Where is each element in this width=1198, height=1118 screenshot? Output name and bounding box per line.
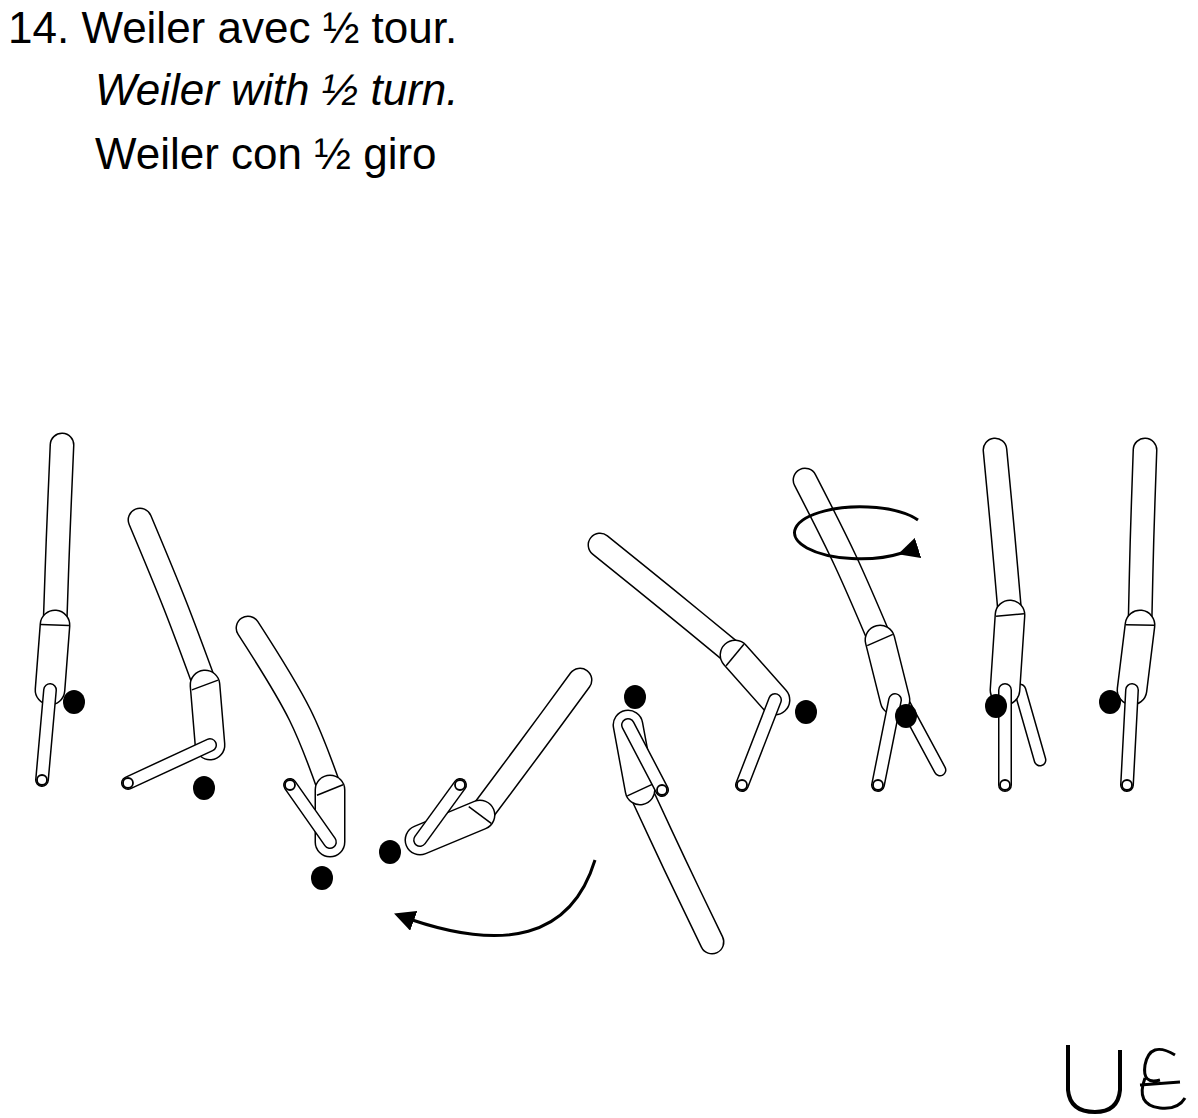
bar-grip xyxy=(873,780,883,790)
limb-fill xyxy=(640,790,712,942)
waist-line xyxy=(41,624,69,626)
limb-fill xyxy=(140,520,205,685)
gymnast-figure xyxy=(985,450,1040,790)
waist-line xyxy=(726,644,744,666)
limb-outline xyxy=(628,725,662,790)
gymnast-figure xyxy=(1099,450,1154,790)
gymnast-figure xyxy=(248,628,343,890)
limb-fill xyxy=(600,545,735,655)
limb-fill xyxy=(480,680,580,815)
head xyxy=(895,704,917,728)
logo-mark xyxy=(1068,1045,1185,1112)
limb-outline xyxy=(742,700,775,785)
limb-outline xyxy=(248,628,330,790)
head xyxy=(1099,690,1121,714)
limb-outline xyxy=(42,690,50,780)
limb-fill xyxy=(1127,690,1132,785)
head xyxy=(379,840,401,864)
head xyxy=(311,866,333,890)
waist-line xyxy=(996,614,1024,616)
waist-line xyxy=(317,785,343,795)
bar-grip xyxy=(1000,780,1010,790)
limb-outline xyxy=(878,700,895,785)
limb-outline xyxy=(1020,690,1040,760)
limb-fill xyxy=(1140,450,1145,625)
limb-fill xyxy=(995,450,1010,615)
limb-outline xyxy=(1140,450,1145,625)
bar-grip xyxy=(657,785,667,795)
limb-outline xyxy=(1005,615,1010,690)
limb-fill xyxy=(128,745,210,783)
swing-arrow xyxy=(398,860,595,936)
limb-fill xyxy=(248,628,330,790)
gymnast-figure xyxy=(37,445,85,785)
limb-outline xyxy=(480,680,580,815)
gymnast-figure xyxy=(379,680,580,864)
limb-outline xyxy=(880,640,895,700)
limb-outline xyxy=(128,745,210,783)
limb-fill xyxy=(55,445,62,625)
limb-fill xyxy=(742,700,775,785)
gymnast-figure xyxy=(123,520,218,800)
limb-fill xyxy=(42,690,50,780)
head xyxy=(624,685,646,709)
gymnast-figure xyxy=(624,685,712,942)
waist-line xyxy=(469,807,491,824)
limb-fill xyxy=(1005,615,1010,690)
turn-arrow xyxy=(795,507,918,559)
limb-fill xyxy=(880,640,895,700)
limb-outline xyxy=(1127,690,1132,785)
limb-fill xyxy=(420,785,460,840)
limb-outline xyxy=(1132,625,1140,690)
bar-grip xyxy=(737,780,747,790)
limb-outline xyxy=(420,785,460,840)
heading-line: Weiler with ½ turn. xyxy=(95,64,459,117)
limb-fill xyxy=(205,685,210,745)
limb-outline xyxy=(50,625,55,690)
gymnast-figure xyxy=(805,480,940,790)
bar-grip xyxy=(285,780,295,790)
waist-line xyxy=(192,680,218,690)
waist-line xyxy=(627,784,652,796)
waist-line xyxy=(1126,624,1154,626)
limb-fill xyxy=(628,725,662,790)
bar-grip xyxy=(455,780,465,790)
limb-outline xyxy=(640,790,712,942)
limb-fill xyxy=(735,655,775,700)
limb-outline xyxy=(140,520,205,685)
limb-outline xyxy=(995,450,1010,615)
limb-outline xyxy=(290,785,330,842)
head xyxy=(795,700,817,724)
bar-grip xyxy=(37,775,47,785)
limb-outline xyxy=(735,655,775,700)
limb-fill xyxy=(1020,690,1040,760)
limb-fill xyxy=(290,785,330,842)
limb-outline xyxy=(205,685,210,745)
heading-line: Weiler con ½ giro xyxy=(95,128,437,181)
head xyxy=(63,690,85,714)
limb-fill xyxy=(878,700,895,785)
limb-outline xyxy=(600,545,735,655)
waist-line xyxy=(867,634,893,645)
gymnast-figure xyxy=(600,545,817,790)
heading-line: 14. Weiler avec ½ tour. xyxy=(8,2,457,55)
bar-grip xyxy=(1122,780,1132,790)
limb-outline xyxy=(55,445,62,625)
limb-fill xyxy=(50,625,55,690)
bar-grip xyxy=(123,778,133,788)
head xyxy=(193,776,215,800)
limb-fill xyxy=(1132,625,1140,690)
head xyxy=(985,694,1007,718)
